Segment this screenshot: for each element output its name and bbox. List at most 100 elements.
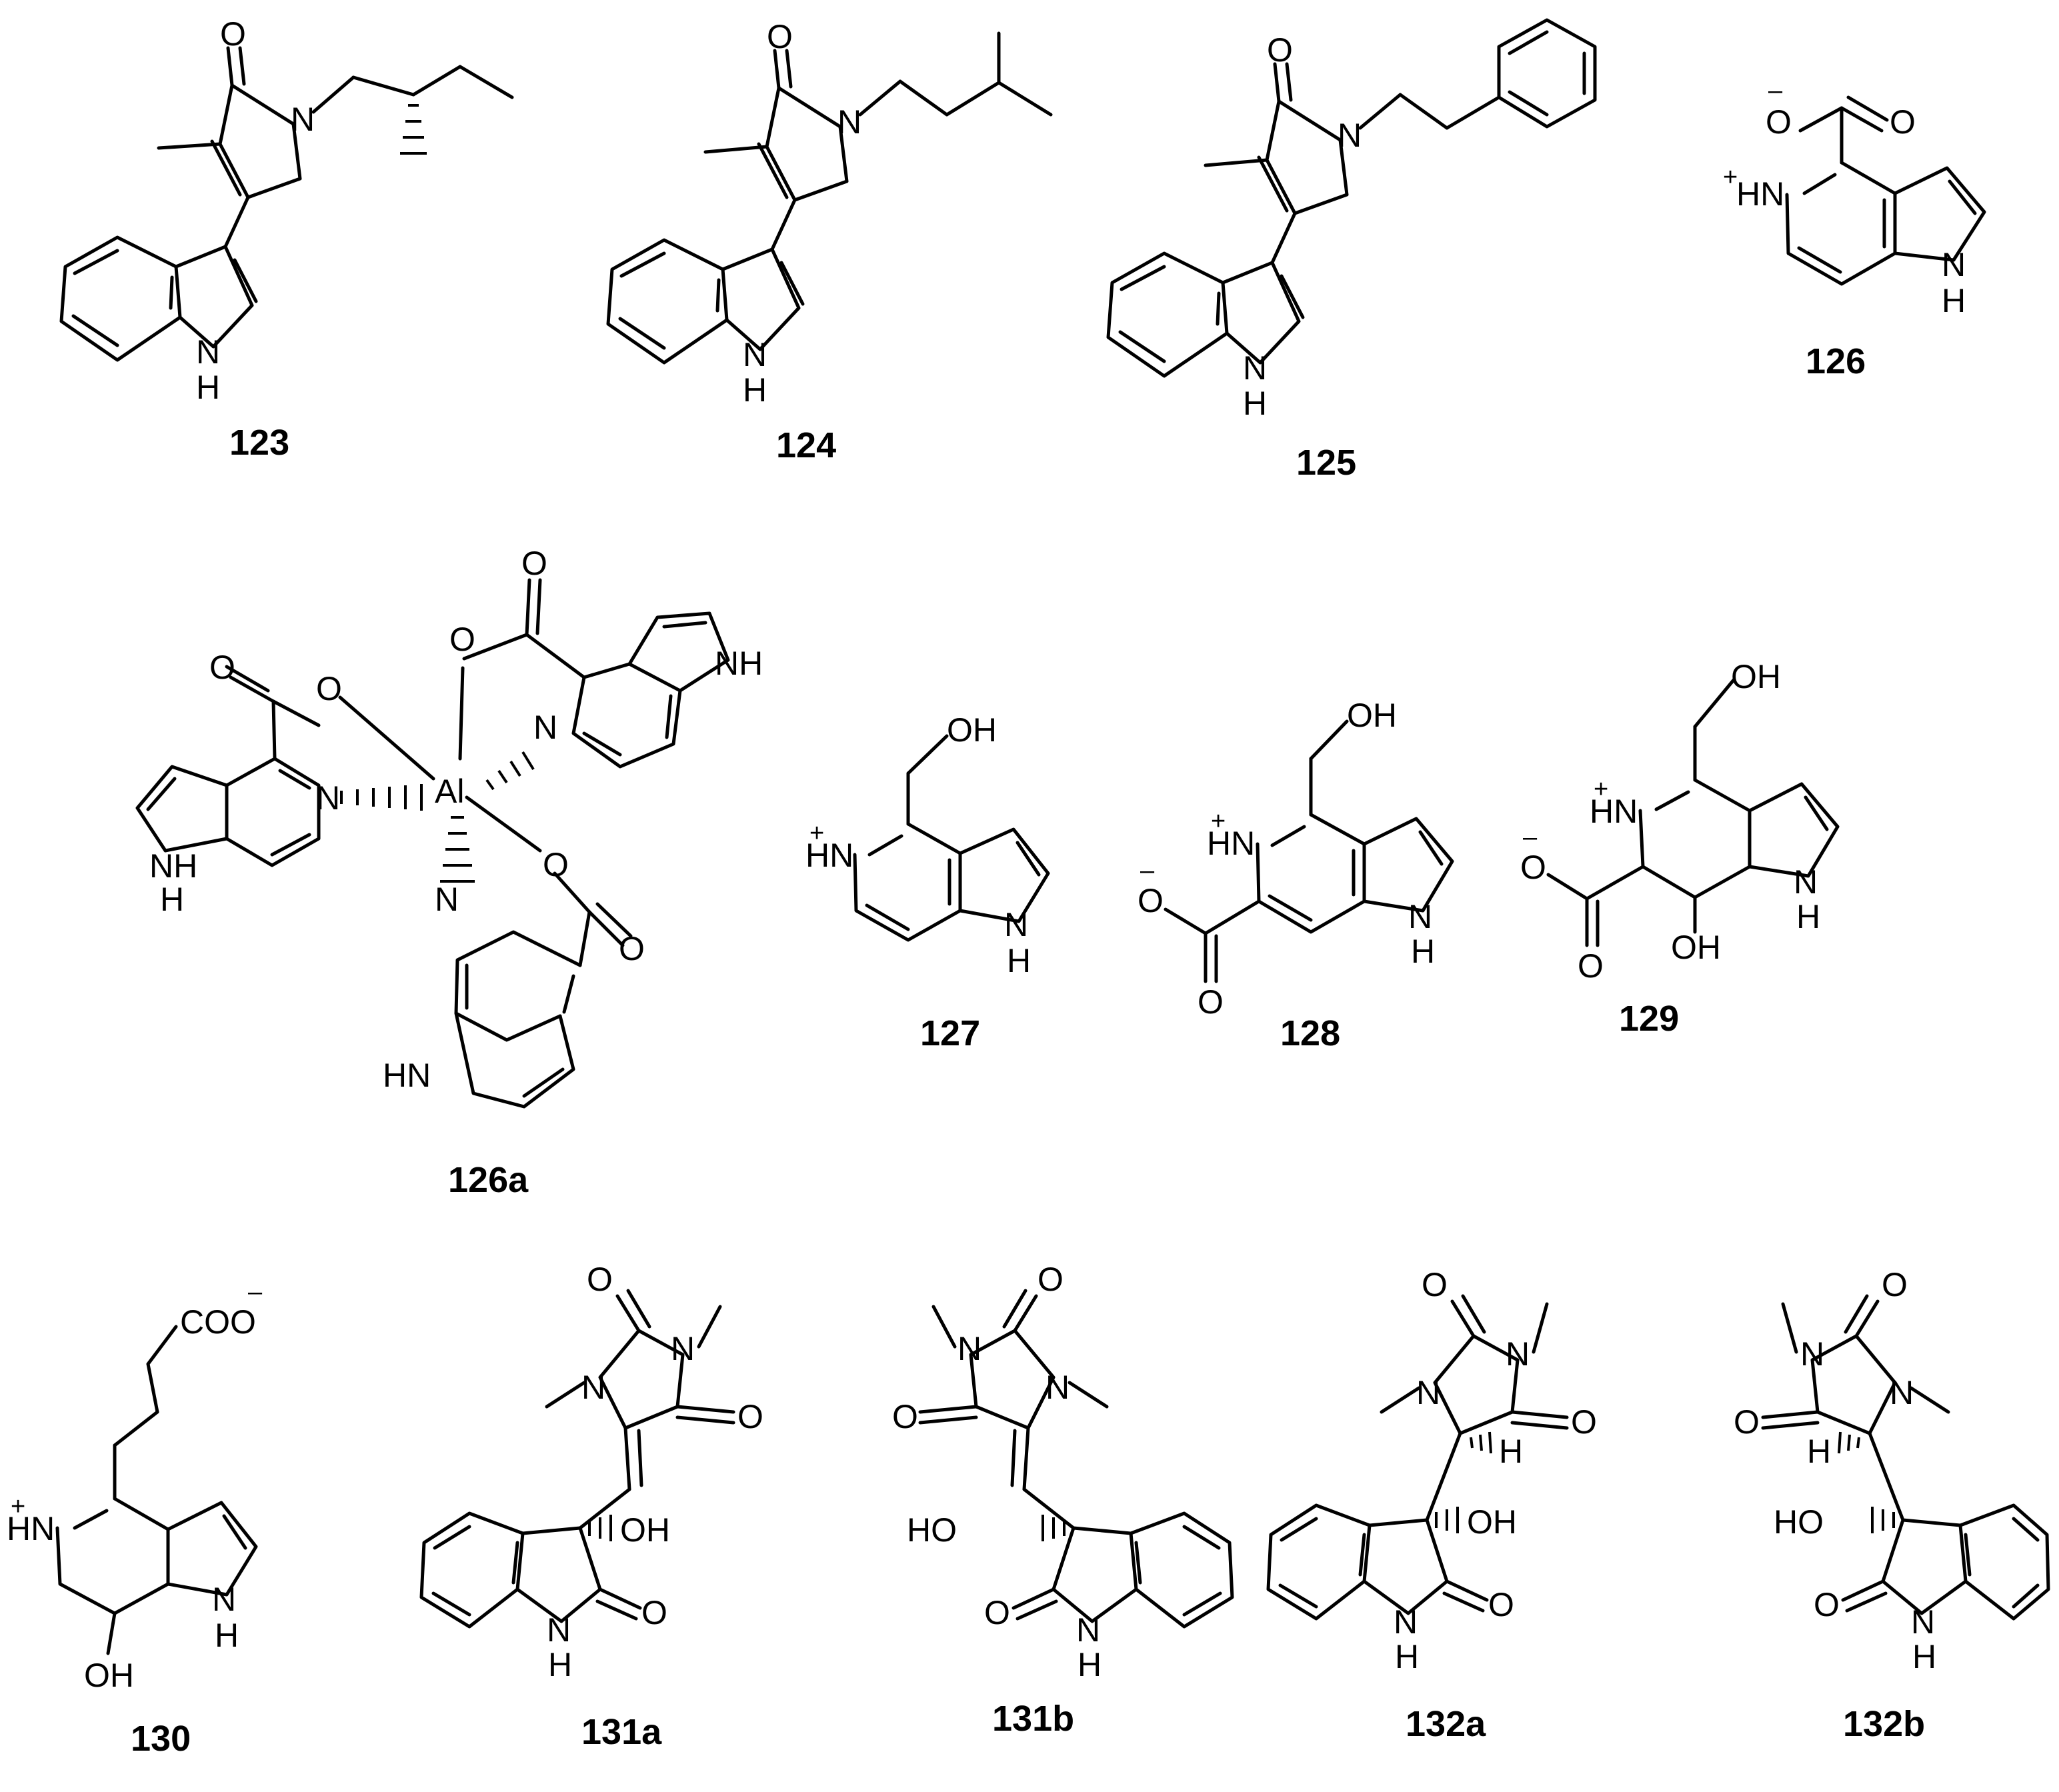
atom-H: H bbox=[1007, 942, 1031, 979]
atom-O: O bbox=[1267, 31, 1293, 69]
atom-O: O bbox=[1422, 1266, 1448, 1303]
atom-H: H bbox=[1796, 898, 1820, 935]
atom-N: N bbox=[671, 1330, 695, 1367]
hashed-wedge-bond bbox=[1435, 1507, 1459, 1533]
atom-O: O bbox=[521, 545, 547, 582]
atom-H: H bbox=[743, 371, 767, 409]
atom-COO: COO bbox=[180, 1303, 256, 1341]
atom-O: O bbox=[543, 846, 569, 883]
atom-Al: Al bbox=[435, 773, 464, 810]
atom-HN: HN bbox=[1736, 175, 1784, 213]
compound-label-126: 126 bbox=[1806, 341, 1866, 381]
atom-O: O bbox=[1882, 1266, 1908, 1303]
atom-N: N bbox=[957, 1330, 981, 1367]
atom-O: O bbox=[1488, 1586, 1514, 1623]
structure-124: O N N H 124 bbox=[606, 18, 1053, 465]
charge-plus: + bbox=[1211, 807, 1226, 835]
atom-N: N bbox=[212, 1581, 236, 1618]
atom-N: N bbox=[581, 1369, 605, 1406]
atom-HN: HN bbox=[1590, 793, 1638, 830]
atom-O: O bbox=[984, 1594, 1010, 1631]
structure-126: O – O HN + N H 126 bbox=[1723, 77, 1986, 381]
atom-O: O bbox=[737, 1398, 763, 1435]
charge-minus: – bbox=[1768, 77, 1783, 105]
structure-127: OH HN + N H 127 bbox=[805, 711, 1050, 1053]
compound-label-127: 127 bbox=[920, 1013, 980, 1053]
charge-plus: + bbox=[809, 819, 824, 847]
atom-H: H bbox=[1499, 1433, 1523, 1470]
atom-O: O bbox=[892, 1398, 918, 1435]
atom-NH: NH bbox=[715, 645, 763, 682]
atom-N: N bbox=[533, 709, 557, 746]
atom-N: N bbox=[435, 881, 459, 918]
atom-N: N bbox=[196, 333, 220, 371]
atom-HN: HN bbox=[7, 1510, 55, 1547]
hashed-wedge-bond bbox=[1042, 1515, 1066, 1541]
structure-125: O N N H 125 bbox=[1106, 18, 1597, 483]
atom-HN: HN bbox=[1207, 825, 1255, 862]
atom-OH: OH bbox=[620, 1511, 670, 1549]
hashed-coordination-bonds bbox=[340, 751, 535, 883]
structure-128: OH HN + N H O – O 128 bbox=[1138, 697, 1454, 1053]
atom-H: H bbox=[196, 369, 220, 406]
hashed-wedge-bond bbox=[1838, 1431, 1860, 1454]
atom-N: N bbox=[1890, 1374, 1914, 1411]
atom-O: O bbox=[1520, 849, 1546, 886]
atom-OH: OH bbox=[1467, 1503, 1517, 1541]
atom-HN: HN bbox=[805, 837, 853, 874]
atom-N: N bbox=[1408, 898, 1432, 935]
compound-label-131a: 131a bbox=[581, 1712, 662, 1752]
atom-O: O bbox=[1138, 882, 1164, 919]
atom-O: O bbox=[209, 649, 235, 686]
atom-N: N bbox=[1004, 906, 1028, 943]
structure-131a: O N N O OH O N H 131a bbox=[419, 1261, 763, 1752]
atom-O: O bbox=[1890, 103, 1916, 141]
atom-O: O bbox=[1198, 983, 1224, 1021]
atom-OH: OH bbox=[1731, 658, 1781, 695]
atom-N: N bbox=[1800, 1335, 1824, 1373]
atom-N: N bbox=[1394, 1603, 1418, 1641]
atom-H: H bbox=[1411, 933, 1435, 970]
structure-132a: O N N O H OH O N H 132a bbox=[1266, 1266, 1597, 1744]
structure-123: O N N H 123 bbox=[59, 15, 514, 463]
atom-H: H bbox=[1243, 385, 1267, 422]
atom-O: O bbox=[316, 670, 342, 707]
atom-HO: HO bbox=[1774, 1503, 1824, 1541]
charge-plus: + bbox=[11, 1493, 25, 1521]
hashed-wedge-bond bbox=[1871, 1507, 1895, 1533]
atom-O: O bbox=[1766, 103, 1792, 141]
compound-label-131b: 131b bbox=[992, 1699, 1074, 1739]
compound-label-130: 130 bbox=[131, 1719, 191, 1759]
atom-N: N bbox=[743, 336, 767, 373]
atom-HO: HO bbox=[907, 1511, 957, 1549]
atom-OH: OH bbox=[947, 711, 997, 749]
compound-label-124: 124 bbox=[776, 425, 836, 465]
atom-H: H bbox=[548, 1646, 572, 1683]
atom-H: H bbox=[1942, 282, 1966, 319]
charge-minus: – bbox=[248, 1278, 263, 1306]
atom-O: O bbox=[220, 15, 246, 53]
atom-O: O bbox=[1038, 1261, 1064, 1298]
atom-O: O bbox=[1578, 947, 1604, 985]
atom-H: H bbox=[1395, 1638, 1419, 1675]
atom-H: H bbox=[160, 881, 184, 918]
charge-plus: + bbox=[1723, 163, 1738, 191]
atom-N: N bbox=[1416, 1374, 1440, 1411]
structure-131b: O N N O HO O N H 131b bbox=[892, 1261, 1234, 1739]
hashed-wedge-bond bbox=[400, 104, 427, 155]
compound-label-132b: 132b bbox=[1843, 1704, 1925, 1744]
compound-label-129: 129 bbox=[1619, 999, 1679, 1039]
atom-H: H bbox=[1807, 1433, 1831, 1470]
atom-O: O bbox=[1734, 1403, 1760, 1441]
structure-132b: O N N O H HO O N H 132b bbox=[1734, 1266, 2050, 1744]
atom-N: N bbox=[1076, 1611, 1100, 1649]
atom-N: N bbox=[837, 103, 861, 141]
atom-N: N bbox=[291, 101, 315, 138]
charge-minus: – bbox=[1523, 823, 1538, 851]
atom-N: N bbox=[1942, 246, 1966, 283]
atom-N: N bbox=[1243, 349, 1267, 387]
atom-HN: HN bbox=[383, 1057, 431, 1094]
atom-H: H bbox=[1912, 1638, 1936, 1675]
